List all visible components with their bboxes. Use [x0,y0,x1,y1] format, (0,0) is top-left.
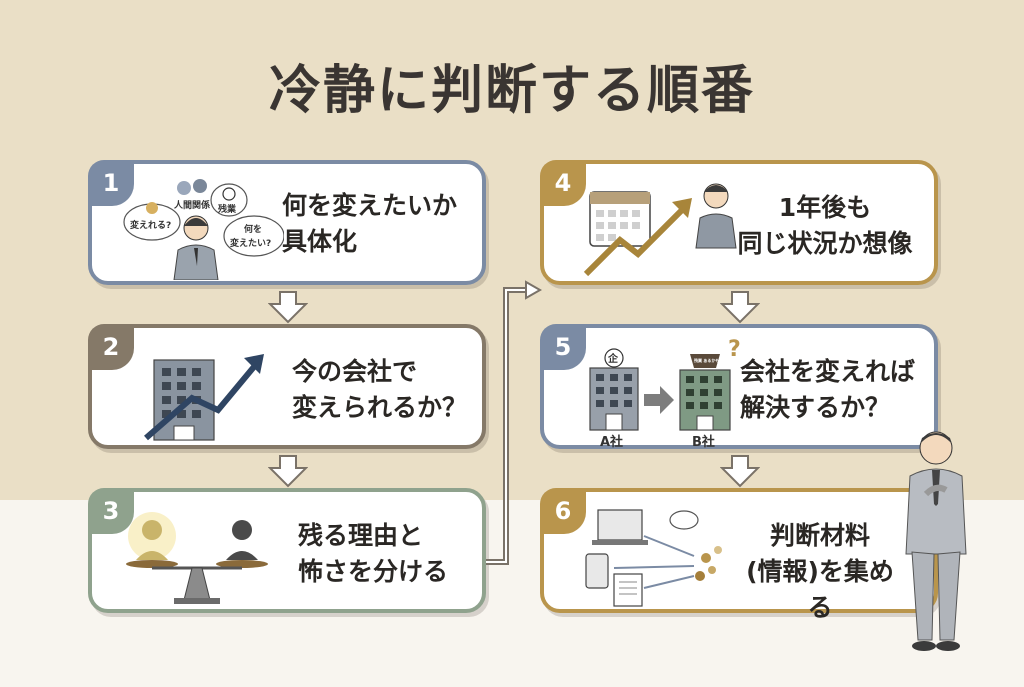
step-4-line1: 1年後も [778,193,872,222]
step-2-line1: 今の会社で [292,357,418,386]
step-6-text: 判断材料 (情報)を集める [740,518,900,626]
company-change-illustration: 企 A社 残業 あるかも (者) ? B社 [589,337,741,448]
clock-icon [222,187,236,201]
arrow-down-5 [720,455,760,488]
step-card-2: 2 今の会社で 変えられるか？ [88,324,486,449]
bubble-text-kaereru: 変えれる? [130,219,171,231]
arrow-down-2 [268,455,308,488]
growth-arrow-icon [144,360,261,441]
connector-arrow-3-to-4 [486,280,543,565]
step-5-text: 会社を変えれば 解決するか？ [740,354,915,426]
right-arrow-icon [644,386,674,414]
step-1-line2: 具体化 [282,227,358,256]
step-3-text: 残る理由と 怖さを分ける [298,518,448,590]
balance-scale-illustration [126,512,268,604]
company-a-label: A社 [600,434,623,448]
step-6-line2: (情報)を集める [746,557,894,622]
building-mark: 企 [607,352,619,365]
step-number-4: 4 [540,160,586,206]
step-3-line2: 怖さを分ける [298,557,449,586]
step-4-line2: 同じ状況か想像 [737,229,913,258]
company-b-label: B社 [692,434,715,448]
page-title: 冷静に判断する順番 [268,61,755,121]
chat-bubble-icon [669,510,699,530]
information-gathering-illustration [585,509,722,607]
step-1-text: 何を変えたいか 具体化 [282,188,457,260]
question-mark-icon: ? [728,337,741,362]
arrow-down-1 [268,291,308,324]
arrow-down-4 [720,291,760,324]
building-growth-illustration [144,354,264,441]
step-5-line1: 会社を変えれば [740,357,916,386]
step-number-1: 1 [88,160,134,206]
step-number-6: 6 [540,488,586,534]
step-number-3: 3 [88,488,134,534]
thinking-person-illustration: 変えれる? 人間関係 残業 何を 変えたい? [123,179,284,280]
step-1-line1: 何を変えたいか [282,191,458,220]
step-card-5: 5 企 A社 残業 あるかも (者) ? B社 会社を変えれば 解決するか？ [540,324,938,449]
document-icon [613,573,643,607]
step-card-4: 4 1年後も 同じ状況か想像 [540,160,938,285]
bag-text: 残業 あるかも (者) [694,357,729,363]
bubble-text-nani: 何を [244,223,262,235]
step-6-line1: 判断材料 [769,521,870,550]
laptop-icon [597,509,643,541]
step-card-3: 3 残る理由と 怖さを分ける [88,488,486,613]
step-5-line2: 解決するか？ [740,393,891,422]
bubble-text-ningen: 人間関係 [173,199,210,211]
step-card-6: 6 判断材料 (情報)を集める [540,488,938,622]
step-card-1: 1 変えれる? 人間関係 残業 何を 変えたい? 何を変えたいか 具体化 [88,160,486,285]
phone-icon [585,553,609,589]
step-2-text: 今の会社で 変えられるか？ [292,354,467,426]
thinking-businessman-illustration [905,431,967,651]
bubble-text-zangyo: 残業 [218,203,237,215]
step-4-text: 1年後も 同じ状況か想像 [720,190,930,262]
step-2-line2: 変えられるか？ [292,393,468,422]
step-3-line1: 残る理由と [298,521,424,550]
bubble-text-kaetai: 変えたい? [230,237,271,249]
calendar-growth-illustration [583,183,737,277]
step-number-2: 2 [88,324,134,370]
step-number-5: 5 [540,324,586,370]
